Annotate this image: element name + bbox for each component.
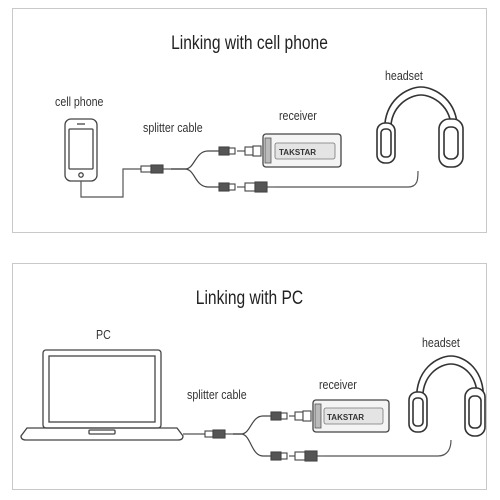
pc-receiver-label: receiver (319, 378, 357, 392)
pc-receiver-brand: TAKSTAR (327, 413, 364, 422)
pc-splitter-jack-upper-icon (270, 411, 288, 421)
cell-phone-icon (64, 118, 98, 182)
phone-cable-icon (80, 168, 141, 198)
pc-diagram-art: TAKSTAR (20, 349, 486, 462)
splitter-plug-icon (140, 164, 171, 174)
pc-linking-panel: Linking with PC PC splitter cable receiv… (12, 263, 487, 490)
pc-aux-plug-icon (289, 410, 312, 422)
receiver-label: receiver (279, 109, 317, 123)
pc-splitter-jack-lower-icon (270, 451, 288, 461)
pc-headset-icon (408, 355, 486, 437)
pc-panel-title: Linking with PC (195, 288, 304, 309)
headset-icon (376, 86, 464, 168)
splitter-jack-lower-icon (218, 182, 236, 192)
laptop-icon (20, 349, 184, 441)
phone-linking-panel: Linking with cell phone cell phone split… (12, 8, 487, 233)
pc-headset-label: headset (422, 336, 460, 350)
phone-diagram-art: TAKSTAR (64, 86, 464, 198)
receiver-icon (262, 133, 342, 168)
output-plug-icon (237, 181, 275, 193)
pc-splitter-plug-icon (204, 429, 233, 439)
splitter-cable-icon (171, 150, 219, 188)
pc-headset-cable-icon (325, 439, 452, 457)
headset-cable-icon (275, 170, 419, 188)
cell-phone-label: cell phone (55, 95, 104, 109)
phone-panel-title: Linking with cell phone (171, 33, 328, 54)
pc-receiver-icon (312, 399, 390, 433)
splitter-jack-upper-icon (218, 146, 236, 156)
pc-output-plug-icon (289, 450, 325, 462)
pc-splitter-cable-icon (233, 415, 271, 457)
pc-splitter-cable-label: splitter cable (187, 388, 247, 402)
aux-plug-icon (237, 145, 262, 157)
receiver-brand: TAKSTAR (279, 148, 316, 157)
splitter-cable-label: splitter cable (143, 121, 203, 135)
pc-label: PC (96, 328, 111, 342)
headset-label: headset (385, 69, 423, 83)
